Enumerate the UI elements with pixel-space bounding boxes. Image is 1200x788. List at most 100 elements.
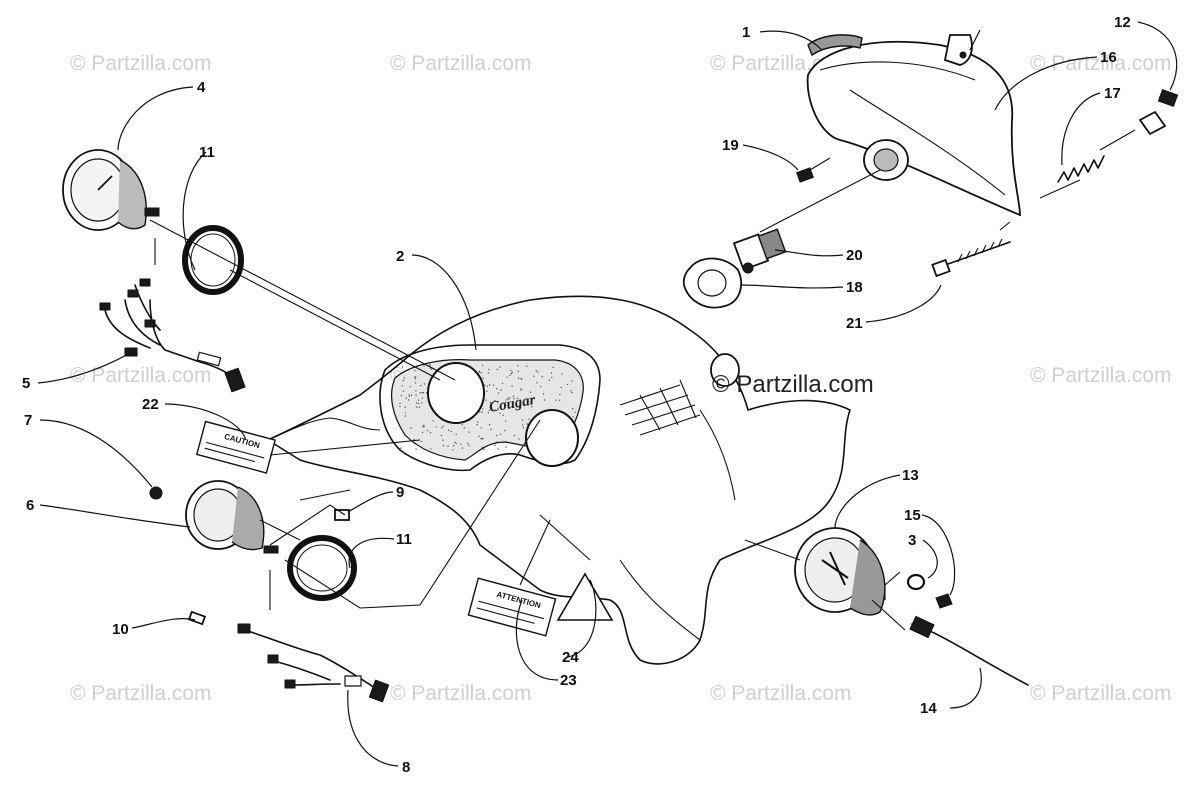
- speckle-dot: [517, 365, 519, 367]
- speckle-dot: [520, 388, 522, 390]
- speckle-dot: [414, 376, 416, 378]
- background-watermark: © Partzilla.com: [390, 682, 532, 705]
- part-19-screw: [796, 167, 814, 183]
- speckle-dot: [421, 402, 423, 404]
- speckle-dot: [410, 394, 413, 396]
- speckle-dot: [487, 372, 490, 374]
- speckle-dot: [497, 392, 500, 394]
- speckle-dot: [403, 377, 406, 379]
- speckle-dot: [408, 394, 410, 396]
- callout-24: 24: [562, 649, 579, 666]
- speckle-dot: [571, 380, 573, 382]
- speckle-dot: [399, 402, 401, 404]
- speckle-dot: [543, 399, 546, 401]
- speckle-dot: [408, 395, 410, 398]
- part-17-spring: [1057, 155, 1105, 183]
- speckle-dot: [511, 371, 513, 373]
- speckle-dot: [435, 426, 437, 428]
- speckle-dot: [499, 433, 502, 435]
- callout-7: 7: [24, 412, 32, 429]
- callout-14: 14: [920, 700, 937, 717]
- background-watermark: © Partzilla.com: [710, 682, 852, 705]
- speckle-dot: [510, 372, 513, 375]
- callout-9: 9: [396, 484, 404, 501]
- speckle-dot: [517, 370, 519, 373]
- speckle-dot: [401, 385, 404, 387]
- callout-11-upper: 11: [199, 144, 215, 161]
- speckle-dot: [484, 384, 486, 386]
- speckle-dot: [417, 399, 420, 401]
- speckle-dot: [496, 434, 498, 437]
- speckle-dot: [410, 427, 412, 429]
- speckle-dot: [490, 428, 492, 431]
- speckle-dot: [520, 377, 522, 380]
- callout-10: 10: [112, 621, 129, 638]
- speckle-dot: [478, 371, 481, 373]
- callout-3: 3: [908, 532, 916, 549]
- speckle-dot: [476, 423, 478, 426]
- speckle-dot: [572, 416, 574, 418]
- speckle-dot: [454, 441, 456, 443]
- speckle-dot: [400, 394, 402, 397]
- speckle-dot: [548, 379, 551, 381]
- speckle-dot: [404, 412, 406, 414]
- speckle-dot: [566, 383, 569, 386]
- speckle-dot: [522, 424, 524, 426]
- speckle-dot: [441, 427, 443, 429]
- part-22-caution-decal: CAUTION: [195, 420, 276, 474]
- speckle-dot: [467, 442, 469, 445]
- background-watermark: © Partzilla.com: [70, 682, 212, 705]
- speckle-dot: [488, 368, 490, 371]
- speckle-dot: [481, 364, 484, 366]
- speckle-dot: [415, 394, 417, 396]
- part-4-speedometer: [62, 149, 160, 231]
- callout-8: 8: [402, 759, 410, 776]
- speckle-dot: [528, 418, 530, 420]
- background-watermark: © Partzilla.com: [70, 52, 212, 75]
- speckle-dot: [450, 430, 452, 433]
- speckle-dot: [541, 375, 543, 378]
- callout-21: 21: [846, 315, 863, 332]
- speckle-dot: [535, 370, 537, 372]
- speckle-dot: [552, 366, 554, 369]
- speckle-dot: [559, 393, 561, 395]
- speckle-dot: [513, 434, 515, 437]
- speckle-dot: [429, 432, 432, 434]
- speckle-dot: [417, 402, 420, 405]
- speckle-dot: [509, 374, 511, 376]
- callout-15: 15: [904, 507, 921, 524]
- speckle-dot: [507, 397, 509, 400]
- speckle-dot: [480, 437, 482, 440]
- speckle-dot: [414, 370, 416, 372]
- speckle-dot: [423, 424, 425, 426]
- speckle-dot: [497, 448, 499, 450]
- callout-18: 18: [846, 279, 863, 296]
- callout-6: 6: [26, 497, 34, 514]
- speckle-dot: [421, 397, 423, 399]
- speckle-dot: [423, 365, 425, 367]
- speckle-dot: [511, 385, 513, 387]
- speckle-dot: [526, 365, 528, 367]
- speckle-dot: [420, 440, 423, 443]
- part-11-bezel-ring-upper: [182, 225, 244, 295]
- part-23-attention-decal: ATTENTION: [467, 577, 557, 637]
- speckle-dot: [477, 421, 479, 423]
- speckle-dot: [442, 425, 444, 428]
- speckle-dot: [425, 392, 428, 394]
- background-watermark: © Partzilla.com: [390, 52, 532, 75]
- center-watermark: © Partzilla.com: [712, 371, 874, 398]
- callout-2: 2: [396, 248, 404, 265]
- speckle-dot: [480, 372, 482, 374]
- speckle-dot: [521, 419, 524, 421]
- speckle-dot: [455, 442, 457, 445]
- speckle-dot: [468, 444, 470, 447]
- speckle-dot: [421, 431, 424, 434]
- speckle-dot: [480, 427, 482, 429]
- part-13-gauge-housing: [794, 527, 886, 616]
- speckle-dot: [560, 386, 562, 389]
- speckle-dot: [529, 391, 532, 393]
- speckle-dot: [481, 446, 484, 448]
- speckle-dot: [536, 382, 538, 384]
- speckle-dot: [499, 366, 501, 368]
